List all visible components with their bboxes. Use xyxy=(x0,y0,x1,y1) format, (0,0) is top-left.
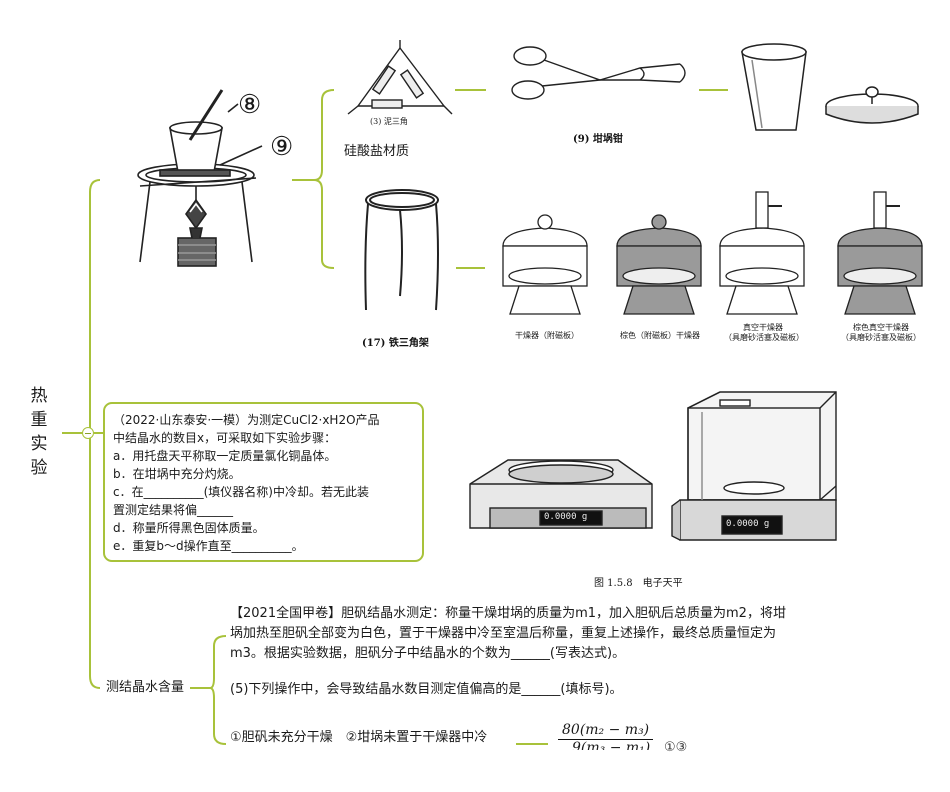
number-label-9: ⑨ xyxy=(270,132,294,162)
crucible-and-lid-illustration xyxy=(741,43,919,131)
desiccator-caption-3a: 真空干燥器 xyxy=(743,323,783,332)
problem-line-2: 埚加热至胆矾全部变为白色，置于干燥器中冷至室温后称量，重复上述操作，最终总质量恒… xyxy=(230,626,777,641)
question-box: （2022·山东泰安·一模）为测定CuCl2·xH2O产品 中结晶水的数目x，可… xyxy=(103,402,424,562)
bottom-sub-bracket xyxy=(209,635,227,745)
iron-tripod-caption: (17) 铁三角架 xyxy=(362,338,429,349)
heating-apparatus-illustration xyxy=(137,89,263,267)
collapse-toggle-icon[interactable] xyxy=(82,427,94,439)
desiccator-caption-3b: （具磨砂活塞及磁板） xyxy=(724,333,804,342)
options-text: ①胆矾未充分干燥 ②坩埚未置于干燥器中冷 xyxy=(230,730,488,745)
question-line-4: b．在坩埚中充分灼烧。 xyxy=(113,467,241,481)
answer-formula: 80(m₂ − m₃) 9(m₃ − m₁) xyxy=(558,722,654,750)
electronic-balance-illustrations xyxy=(469,391,837,541)
desiccator-caption-2: 棕色（附磁板）干燥器 xyxy=(620,331,700,340)
silicate-material-label: 硅酸盐材质 xyxy=(344,144,410,159)
desiccator-caption-1: 干燥器（附磁板） xyxy=(515,331,579,340)
question-line-7: d．称量所得黑色固体质量。 xyxy=(113,521,265,535)
desiccator-illustrations xyxy=(502,191,923,315)
balance-caption: 图 1.5.8 电子天平 xyxy=(594,578,683,589)
question-line-2: 中结晶水的数目x，可采取如下实验步骤： xyxy=(113,431,337,445)
formula-numerator: 80(m₂ − m₃) xyxy=(558,722,654,740)
clay-triangle-illustration xyxy=(347,40,453,115)
clay-triangle-caption: (3) 泥三角 xyxy=(370,117,408,126)
crucible-tongs-illustration xyxy=(511,46,686,100)
iron-tripod-illustration xyxy=(364,189,439,311)
balance-display-2: 0.0000 g xyxy=(726,519,770,529)
number-label-8: ⑧ xyxy=(238,90,262,120)
formula-denominator: 9(m₃ − m₁) xyxy=(572,740,651,750)
question-line-5: c．在__________(填仪器名称)中冷却。若无此装 xyxy=(113,485,369,499)
question-line-1: （2022·山东泰安·一模）为测定CuCl2·xH2O产品 xyxy=(113,413,380,427)
question-line-3: a．用托盘天平称取一定质量氯化铜晶体。 xyxy=(113,449,337,463)
desiccator-caption-4a: 棕色真空干燥器 xyxy=(853,323,909,332)
question-line-8: e．重复b～d操作直至__________。 xyxy=(113,539,304,553)
desiccator-caption-4b: （具磨砂活塞及磁板） xyxy=(841,333,921,342)
problem-line-1: 【2021全国甲卷】胆矾结晶水测定：称量干燥坩埚的质量为m1，加入胆矾后总质量为… xyxy=(230,606,786,621)
tongs-caption: (9) 坩埚钳 xyxy=(573,134,623,145)
answer-choices: ①③ xyxy=(664,740,688,755)
crystal-water-branch-label: 测结晶水含量 xyxy=(106,680,185,695)
problem-line-3: m3。根据实验数据，胆矾分子中结晶水的个数为______(写表达式)。 xyxy=(230,646,626,661)
top-sub-bracket xyxy=(313,89,335,269)
balance-display-1: 0.0000 g xyxy=(544,512,588,522)
root-label: 热重实验 xyxy=(30,386,48,478)
question-5: (5)下列操作中，会导致结晶水数目测定值偏高的是______(填标号)。 xyxy=(230,682,623,697)
question-line-6: 置测定结果将偏______ xyxy=(113,503,234,517)
